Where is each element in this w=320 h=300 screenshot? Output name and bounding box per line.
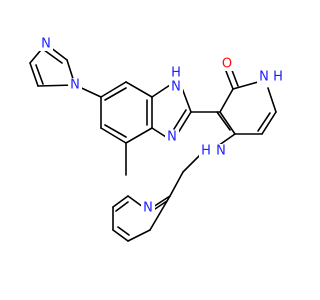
bond-bz-c3a-c4 [125,127,153,144]
bond-amine-ch2 [182,154,201,173]
bond-py-c3-c2 [219,88,234,113]
atom-pyridine-n: N [143,201,153,216]
atom-benzimidazole-h: H [171,66,181,81]
atom-imidazole-n1: N [70,78,80,93]
bond-nh-c2 [181,87,192,113]
atom-imidazole-n3: N [41,37,51,52]
chemical-structure-diagram: N N H N N O N H H N N [29,36,285,242]
bond-pyr-n1-c6 [127,195,144,208]
atom-benzimidazole-n3: N [167,130,177,145]
bond-pyr-c4-c3 [112,229,129,242]
atom-benzimidazole-nh: N [171,80,181,95]
bond-bz-c4-c5b [100,127,127,144]
bond-pyr-c2b-c2 [149,195,171,231]
atom-carbonyl-o: O [222,57,232,72]
bond-n3-c3a [151,127,167,138]
bond-bz-c4-c5b-double [104,124,127,138]
bond-py-c2-n1 [232,81,259,90]
bond-pyr-c6-c5-double [115,201,129,212]
atom-labels: N N H N N O N H H N N [39,37,285,216]
atom-pyridone-n: N [259,70,269,85]
bond-pyr-c3-c2b [127,229,151,242]
bond-py-c4-c3-double [216,111,231,131]
bond-c2-n3 [177,111,192,134]
bond-py-c6-c5-double [257,112,271,132]
bond-c7a-nh [151,84,171,98]
bond-py-c4-c3 [219,111,236,135]
bond-pyr-c2-n1 [152,195,171,208]
bond-ch2-pyridine [169,171,184,197]
atom-amine-h: H [201,144,211,159]
bond-c2-n3-double [173,109,187,130]
bond-py-n1-c6 [267,87,277,113]
bond-bz-c5-c6-double [104,87,127,101]
bond-lines [29,43,277,242]
bond-pyr-c6-c5 [112,195,129,208]
atom-pyridone-h: H [273,70,283,85]
bond-pyr-c4-c3-double [117,226,130,236]
atom-amine-n: N [216,144,226,159]
bond-im-c4-c5-double [35,64,44,85]
bond-im-c2-n3-double [43,49,63,64]
bond-pyr-c2-n1-double [154,200,168,210]
bond-im-c4-c5 [29,62,39,87]
bond-bz-c5-c6 [100,81,127,98]
bond-py-c6-c5 [261,111,277,135]
bond-bz-c6-c7a [125,81,153,98]
